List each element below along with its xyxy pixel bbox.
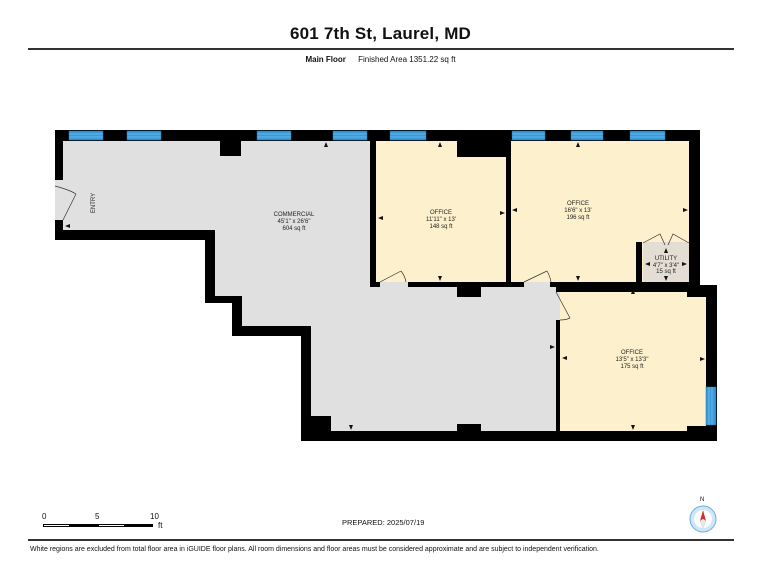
floor-subtitle: Main Floor Finished Area 1351.22 sq ft: [0, 55, 761, 64]
doors[interactable]: [54, 185, 690, 321]
room-label-utility: UTILITY: [655, 256, 677, 262]
scale-unit: ft: [158, 521, 163, 530]
page-title: 601 7th St, Laurel, MD: [289, 24, 472, 43]
floor-name: Main Floor: [305, 55, 346, 64]
scale-segment: [125, 524, 153, 527]
room-office-3[interactable]: [560, 292, 706, 431]
room-commercial[interactable]: [63, 141, 556, 431]
entry-label: ENTRY: [91, 193, 97, 213]
scale-segment: [43, 524, 70, 527]
north-label: N: [700, 497, 705, 503]
compass-icon: [689, 505, 717, 533]
room-label-office-3: OFFICE: [621, 350, 643, 356]
dimension-markers: [65, 142, 705, 430]
finished-area: Finished Area 1351.22 sq ft: [358, 55, 456, 64]
compass: N: [688, 497, 718, 533]
disclaimer: White regions are excluded from total fl…: [30, 546, 599, 553]
scale-segment: [98, 524, 125, 527]
room-dims-commercial: 45'1" x 26'6": [278, 219, 311, 225]
room-area-utility: 15 sq ft: [656, 269, 676, 275]
footer-divider: [28, 539, 734, 541]
header-divider: [28, 48, 734, 50]
room-office-2[interactable]: [511, 141, 689, 282]
room-area-office-3: 175 sq ft: [620, 364, 643, 370]
scale-label-10: 10: [150, 512, 159, 521]
scale-bar: 0 5 10 ft: [40, 512, 180, 532]
room-dims-office-1: 11'11" x 13': [426, 217, 456, 223]
room-label-office-2: OFFICE: [567, 201, 589, 207]
room-office-1[interactable]: [376, 141, 506, 282]
windows: [68, 130, 717, 426]
scale-segment: [70, 524, 98, 527]
room-area-commercial: 604 sq ft: [282, 226, 305, 232]
room-label-office-1: OFFICE: [430, 210, 452, 216]
room-label-commercial: COMMERCIAL: [274, 212, 315, 218]
room-dims-office-3: 13'5" x 13'3": [616, 357, 649, 363]
room-dims-utility: 4'7" x 3'4": [653, 263, 679, 269]
room-area-office-1: 148 sq ft: [429, 224, 452, 230]
scale-label-5: 5: [95, 512, 100, 521]
scale-label-0: 0: [42, 512, 47, 521]
prepared-date: PREPARED: 2025/07/19: [342, 518, 425, 527]
room-area-office-2: 196 sq ft: [566, 215, 589, 221]
room-dims-office-2: 16'6" x 13': [564, 208, 591, 214]
